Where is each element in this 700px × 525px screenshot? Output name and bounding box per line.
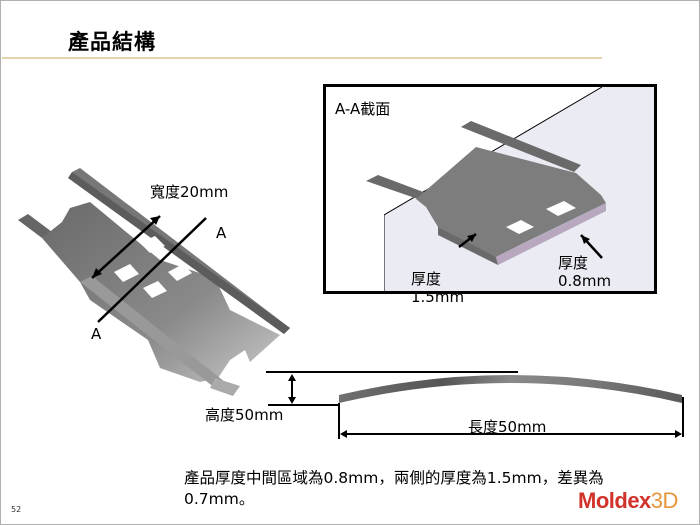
section-marker-top: A — [216, 224, 227, 242]
thickness-arrows — [458, 233, 603, 259]
height-dimension-arrow — [288, 374, 296, 404]
thickness-right-label-line2: 0.8mm — [558, 272, 612, 290]
arc-side-view — [266, 371, 684, 439]
section-view-panel: A-A截面 — [323, 84, 657, 294]
logo-main-text: Moldex — [578, 488, 651, 513]
page-number: 52 — [11, 505, 22, 514]
section-view-title: A-A截面 — [335, 100, 391, 118]
thickness-left-label-line2: 1.5mm — [411, 288, 465, 306]
logo-suffix-text: 3D — [650, 488, 679, 513]
arc-part-shape — [339, 375, 682, 403]
thickness-left-label-line1: 厚度 — [411, 270, 442, 288]
section-line-a-a — [97, 217, 207, 323]
thickness-right-label-line1: 厚度 — [558, 254, 589, 272]
length-label: 長度50mm — [468, 418, 547, 436]
moldex3d-logo: Moldex3D — [578, 488, 678, 514]
section-marker-bottom: A — [91, 325, 102, 343]
section-part-shape — [366, 121, 606, 265]
product-3d-view — [18, 168, 290, 396]
length-dimension-arrow — [340, 430, 682, 438]
description-text: 產品厚度中間區域為0.8mm，兩側的厚度為1.5mm，差異為0.7mm。 — [184, 469, 604, 508]
width-dimension-arrow — [91, 215, 161, 279]
height-label: 高度50mm — [205, 406, 284, 424]
product-part-shape — [18, 168, 290, 396]
title-divider — [2, 57, 602, 59]
slide-title: 產品結構 — [68, 30, 156, 54]
width-label: 寬度20mm — [150, 183, 229, 201]
